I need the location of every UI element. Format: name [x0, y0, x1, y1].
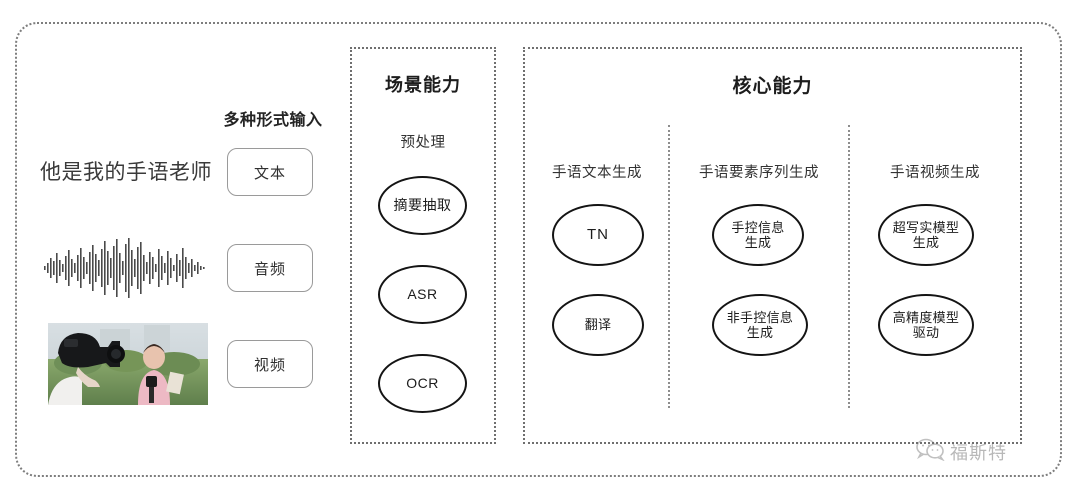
input-type-label: 视频	[253, 356, 286, 374]
input-type-box-video[interactable]: 视频	[227, 340, 313, 388]
node-high-precision-model-driving[interactable]: 高精度模型 驱动	[878, 294, 974, 356]
node-label-line1: 非手控信息	[726, 309, 794, 325]
node-translation[interactable]: 翻译	[552, 294, 644, 356]
watermark: 福斯特	[915, 437, 1007, 466]
node-label-wrap: 超写实模型 生成	[889, 220, 964, 251]
core-column-divider	[668, 125, 670, 408]
node-label-line2: 生成	[746, 325, 774, 340]
node-label-line2: 生成	[912, 235, 940, 250]
scene-capability-panel: 场景能力	[350, 47, 496, 444]
node-manual-feature-generation[interactable]: 手控信息 生成	[712, 204, 804, 266]
scene-subheading-preprocess: 预处理	[400, 135, 446, 151]
wechat-bubbles-icon	[915, 437, 945, 466]
node-label-line2: 生成	[744, 235, 772, 250]
node-tn[interactable]: TN	[552, 204, 644, 266]
node-label-line1: 超写实模型	[892, 219, 960, 235]
node-label: 摘要抽取	[393, 197, 452, 214]
node-label: ASR	[407, 286, 438, 303]
watermark-text: 福斯特	[950, 442, 1007, 463]
node-summary-extraction[interactable]: 摘要抽取	[378, 176, 467, 235]
input-type-box-audio[interactable]: 音频	[227, 244, 313, 292]
node-label: TN	[587, 226, 609, 244]
input-type-box-text[interactable]: 文本	[227, 148, 313, 196]
node-non-manual-feature-generation[interactable]: 非手控信息 生成	[712, 294, 808, 356]
node-label-line1: 高精度模型	[892, 309, 960, 325]
input-section-heading: 多种形式输入	[223, 112, 323, 129]
audio-waveform-icon	[44, 236, 208, 300]
core-capability-title: 核心能力	[732, 76, 813, 97]
node-label: 翻译	[584, 317, 612, 333]
node-label-line2: 驱动	[912, 325, 940, 340]
video-thumbnail-icon	[48, 323, 208, 405]
node-label: OCR	[406, 375, 439, 392]
core-column-divider	[848, 125, 850, 408]
core-column-heading-sign-element-sequence-generation: 手语要素序列生成	[699, 165, 819, 181]
input-type-label: 文本	[253, 164, 286, 182]
node-label-wrap: 高精度模型 驱动	[889, 310, 964, 341]
node-ocr[interactable]: OCR	[378, 354, 467, 413]
sample-text-input: 他是我的手语老师	[40, 161, 212, 184]
node-label-line1: 手控信息	[731, 219, 785, 235]
node-label-wrap: 手控信息 生成	[727, 220, 788, 251]
scene-capability-title: 场景能力	[385, 75, 461, 95]
node-photorealistic-model-generation[interactable]: 超写实模型 生成	[878, 204, 974, 266]
input-type-label: 音频	[253, 260, 286, 278]
node-label-wrap: 非手控信息 生成	[723, 310, 798, 341]
outer-frame	[15, 22, 1062, 477]
core-column-heading-sign-text-generation: 手语文本生成	[552, 165, 642, 181]
node-asr[interactable]: ASR	[378, 265, 467, 324]
core-column-heading-sign-video-generation: 手语视频生成	[890, 165, 980, 181]
core-capability-panel: 核心能力	[523, 47, 1022, 444]
